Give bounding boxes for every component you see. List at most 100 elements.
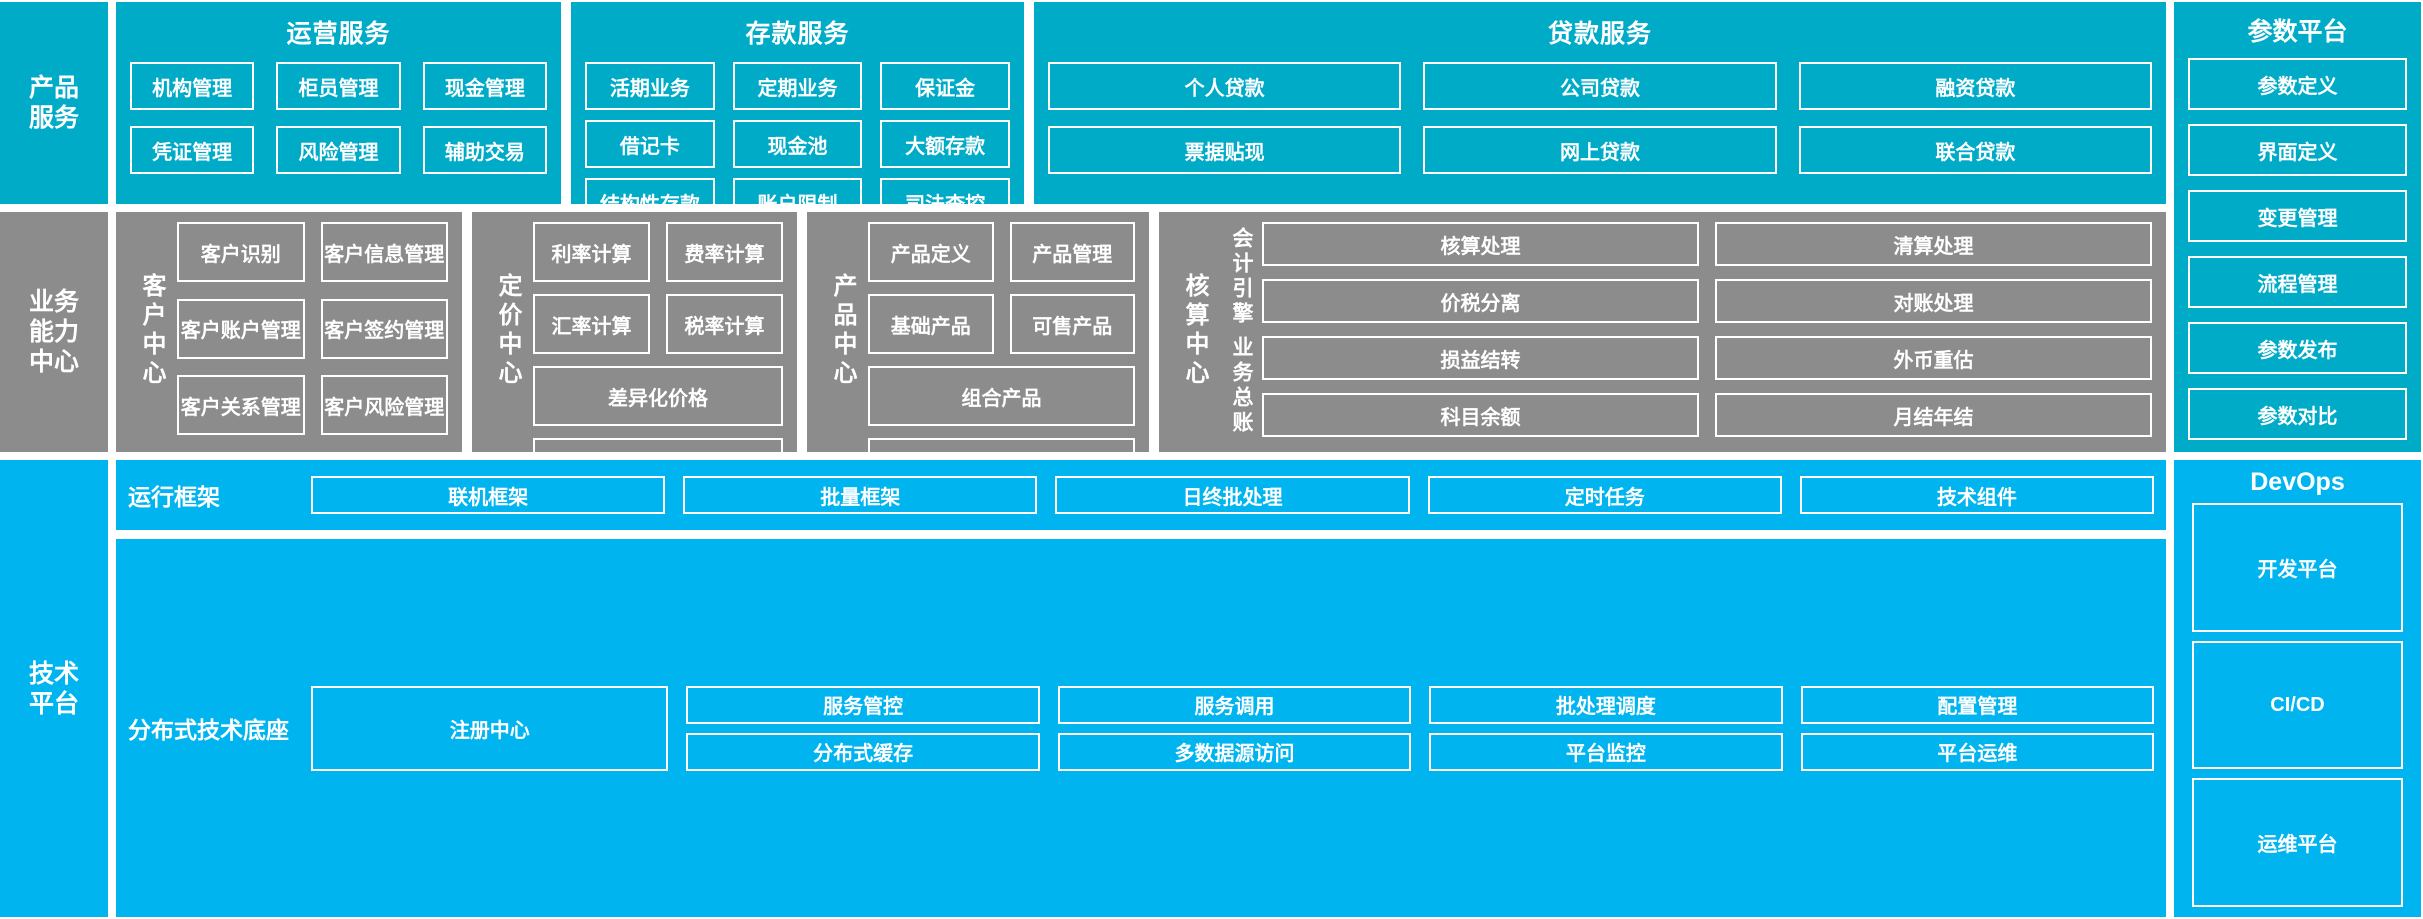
capability-item[interactable]: 产品管理	[1009, 222, 1135, 282]
tech-item[interactable]: 联机框架	[311, 476, 666, 514]
capability-item[interactable]: 科目余额	[1262, 393, 1699, 437]
center-name: 核算中心	[1181, 273, 1208, 389]
tech-section-items: 联机框架 批量框架 日终批处理 定时任务 技术组件	[311, 476, 2155, 514]
tech-section-items: 注册中心 服务管控 分布式缓存 服务调用 多数据源访问 批处理调度 平台监控	[311, 685, 2155, 771]
capability-item[interactable]: 清算处理	[1715, 222, 2152, 266]
capability-item[interactable]: 客户关系管理	[177, 375, 305, 436]
service-item[interactable]: 现金管理	[422, 62, 547, 110]
devops-item[interactable]: CI/CD	[2192, 640, 2403, 770]
tech-item[interactable]: 批量框架	[683, 476, 1038, 514]
rail-label-line2: 平台	[28, 689, 79, 718]
capability-item[interactable]: 对账处理	[1715, 279, 2152, 323]
tech-item[interactable]: 多数据源访问	[1057, 732, 1412, 771]
tech-item-column: 服务调用 多数据源访问	[1057, 685, 1412, 771]
row-technical-platform: 技术 平台 运行框架 联机框架 批量框架 日终批处理 定时任务 技术组件 分布式…	[0, 460, 2166, 917]
rail-business-capability: 业务 能力 中心	[0, 212, 108, 452]
panel-parameter-platform: 参数平台 参数定义 界面定义 变更管理 流程管理 参数发布 参数对比	[2174, 2, 2421, 452]
parameter-item[interactable]: 参数发布	[2188, 322, 2407, 374]
group-title: 存款服务	[745, 20, 850, 48]
center-product: 产品中心 产品定义 产品管理 基础产品 可售产品 组合产品 产品引擎	[807, 212, 1149, 498]
product-services-groups: 运营服务 机构管理 柜员管理 现金管理 凭证管理 风险管理 辅助交易 存款服务 …	[116, 2, 2166, 226]
tech-item-column: 配置管理 平台运维	[1800, 685, 2155, 771]
capability-item[interactable]: 费率计算	[666, 222, 783, 282]
service-item[interactable]: 网上贷款	[1423, 126, 1777, 174]
tech-item[interactable]: 定时任务	[1427, 476, 1782, 514]
group-items: 机构管理 柜员管理 现金管理 凭证管理 风险管理 辅助交易	[130, 62, 547, 192]
panel-title: DevOps	[2250, 468, 2345, 496]
sublabel-general-ledger: 业务总账	[1230, 335, 1253, 436]
service-item[interactable]: 账户限制	[732, 178, 863, 226]
tech-item[interactable]: 平台监控	[1429, 732, 1783, 771]
tech-item[interactable]: 日终批处理	[1055, 476, 1410, 514]
capability-item[interactable]: 价税分离	[1262, 279, 1699, 323]
group-title: 贷款服务	[1547, 20, 1652, 48]
capability-item[interactable]: 组合产品	[868, 366, 1135, 426]
capability-item[interactable]: 利率计算	[533, 222, 650, 282]
devops-item[interactable]: 开发平台	[2192, 503, 2403, 632]
tech-item[interactable]: 服务管控	[686, 685, 1040, 724]
capability-item[interactable]: 产品定义	[868, 222, 994, 282]
rail-label-line1: 产品	[28, 74, 79, 102]
capability-item[interactable]: 税率计算	[666, 294, 783, 354]
parameter-item[interactable]: 参数对比	[2188, 388, 2407, 440]
tech-item[interactable]: 注册中心	[311, 685, 669, 771]
center-name: 客户中心	[138, 273, 165, 389]
capability-item[interactable]: 月结年结	[1715, 393, 2152, 437]
capability-item[interactable]: 客户风险管理	[320, 375, 448, 436]
service-item[interactable]: 现金池	[732, 120, 863, 168]
service-item[interactable]: 保证金	[880, 62, 1010, 110]
service-item[interactable]: 公司贷款	[1423, 62, 1777, 110]
capability-item[interactable]: 客户识别	[177, 222, 305, 282]
tech-item[interactable]: 平台运维	[1800, 732, 2155, 771]
capability-item[interactable]: 可售产品	[1009, 294, 1135, 354]
rail-product-services: 产品 服务	[0, 2, 108, 204]
capability-item[interactable]: 差异化价格	[533, 366, 783, 426]
service-group-deposits: 存款服务 活期业务 定期业务 保证金 借记卡 现金池 大额存款 结构性存款 账户…	[571, 2, 1024, 226]
service-item[interactable]: 融资贷款	[1798, 62, 2152, 110]
service-item[interactable]: 借记卡	[585, 120, 715, 168]
parameter-item[interactable]: 界面定义	[2188, 124, 2407, 176]
capability-item[interactable]: 损益结转	[1262, 336, 1699, 380]
tech-section-label: 分布式技术底座	[128, 717, 289, 743]
tech-item[interactable]: 技术组件	[1799, 476, 2155, 514]
capability-item[interactable]: 客户账户管理	[177, 298, 305, 359]
rail-label-line1: 业务	[28, 288, 79, 316]
service-item[interactable]: 票据贴现	[1048, 126, 1402, 174]
tech-item[interactable]: 批处理调度	[1429, 685, 1783, 724]
rail-technical-platform: 技术 平台	[0, 460, 108, 917]
capability-item[interactable]: 核算处理	[1262, 222, 1699, 266]
tech-section-label: 运行框架	[128, 484, 220, 510]
capability-item[interactable]: 基础产品	[868, 294, 994, 354]
service-item[interactable]: 凭证管理	[130, 126, 255, 174]
parameter-item[interactable]: 流程管理	[2188, 256, 2407, 308]
parameter-item[interactable]: 参数定义	[2188, 58, 2407, 110]
rail-label-line2: 服务	[28, 104, 79, 132]
accounting-sublabels: 会计引擎 业务总账	[1220, 222, 1262, 440]
tech-item[interactable]: 服务调用	[1057, 685, 1412, 724]
tech-item[interactable]: 分布式缓存	[686, 732, 1040, 771]
group-items: 个人贷款 公司贷款 融资贷款 票据贴现 网上贷款 联合贷款	[1048, 62, 2152, 192]
service-item[interactable]: 定期业务	[732, 62, 863, 110]
capability-item[interactable]: 客户信息管理	[320, 222, 448, 282]
center-items: 利率计算 费率计算 汇率计算 税率计算 差异化价格 个性化价格	[533, 222, 783, 498]
service-item[interactable]: 活期业务	[585, 62, 715, 110]
rail-label-line3: 中心	[28, 348, 79, 376]
service-item[interactable]: 联合贷款	[1798, 126, 2152, 174]
service-item[interactable]: 大额存款	[880, 120, 1010, 168]
service-item[interactable]: 个人贷款	[1048, 62, 1402, 110]
capability-item[interactable]: 客户签约管理	[320, 298, 448, 359]
capability-item[interactable]: 汇率计算	[533, 294, 650, 354]
service-item[interactable]: 机构管理	[130, 62, 255, 110]
center-pricing: 定价中心 利率计算 费率计算 汇率计算 税率计算 差异化价格 个性化价格	[472, 212, 797, 498]
service-group-loans: 贷款服务 个人贷款 公司贷款 融资贷款 票据贴现 网上贷款 联合贷款	[1034, 2, 2166, 204]
capability-item[interactable]: 外币重估	[1715, 336, 2152, 380]
service-item[interactable]: 柜员管理	[276, 62, 401, 110]
panel-title: 参数平台	[2247, 18, 2348, 46]
tech-item[interactable]: 配置管理	[1800, 685, 2155, 724]
service-item[interactable]: 辅助交易	[422, 126, 547, 174]
devops-item[interactable]: 运维平台	[2192, 778, 2403, 908]
service-item[interactable]: 风险管理	[276, 126, 401, 174]
row-product-services: 产品 服务 运营服务 机构管理 柜员管理 现金管理 凭证管理 风险管理 辅助交易…	[0, 2, 2166, 226]
parameter-item[interactable]: 变更管理	[2188, 190, 2407, 242]
